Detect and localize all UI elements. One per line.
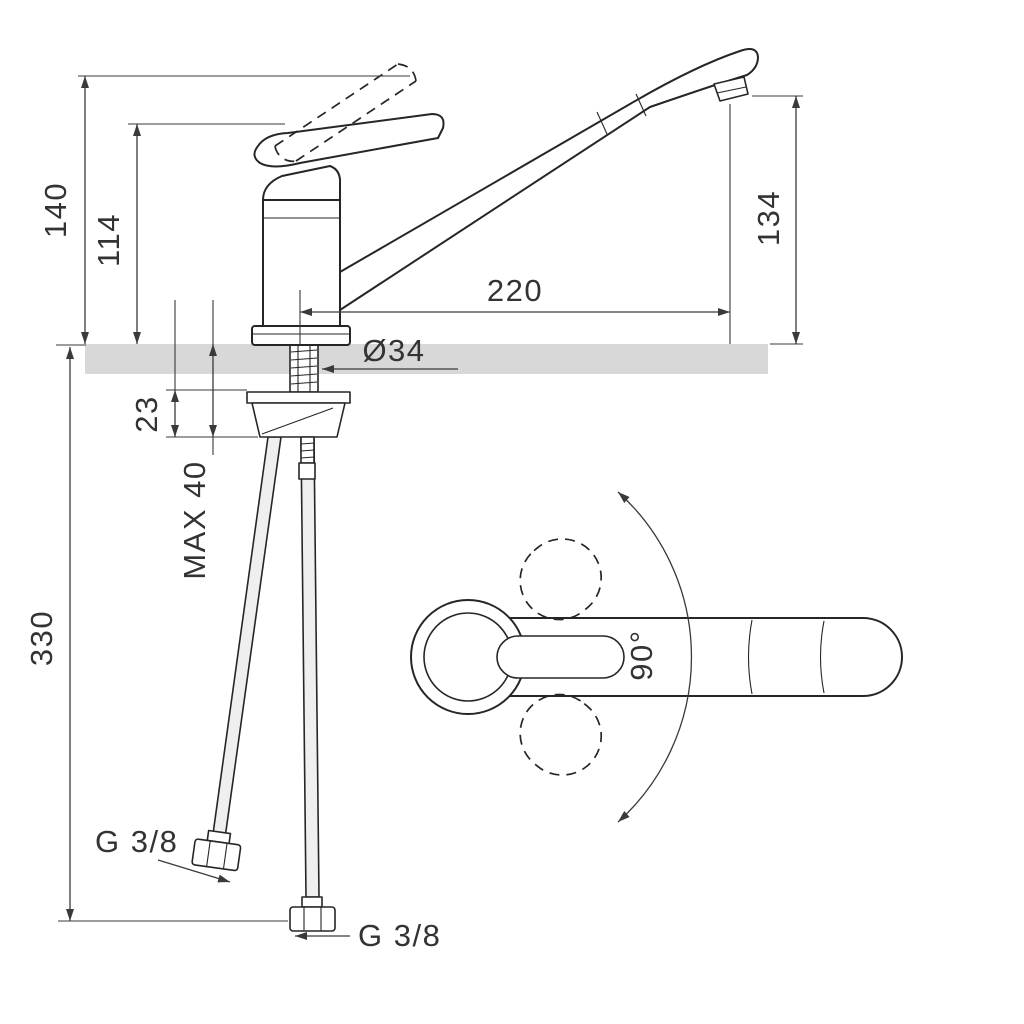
dim-140-label: 140 [38, 182, 73, 238]
threaded-shank [289, 343, 319, 393]
swivel-angle-label: 90° [624, 629, 659, 680]
swivel-phantom-up [519, 538, 603, 621]
faucet-side-view [251, 48, 759, 346]
dim-diameter-label: Ø34 [362, 333, 425, 368]
spout [339, 48, 759, 311]
dim-330-label: 330 [24, 610, 59, 666]
aerator [713, 76, 749, 102]
mounting-plate [246, 391, 351, 438]
lever-handle [253, 113, 445, 168]
hose-fitting-left [191, 829, 242, 872]
thread-left-label: G 3/8 [95, 824, 178, 859]
thread-bottom-label: G 3/8 [358, 918, 441, 953]
faucet-body [262, 199, 341, 327]
handle-neck [262, 165, 342, 201]
swivel-arc [617, 491, 693, 823]
fixing-stud [298, 436, 316, 480]
dim-23-label: 23 [129, 395, 164, 432]
supply-hose-angled [212, 436, 282, 840]
supply-hose-straight [300, 436, 320, 898]
below-deck-assembly [191, 343, 351, 932]
dim-max40-label: MAX 40 [177, 460, 212, 579]
swivel-phantom-down [519, 693, 603, 776]
lever-plan-slot [496, 635, 625, 679]
dim-114-label: 114 [91, 213, 126, 267]
dimensions: 140 114 134 220 Ø34 23 MAX 40 330 [24, 75, 803, 953]
faucet-base [251, 325, 351, 346]
hose-fitting-bottom [289, 896, 336, 932]
dim-220-label: 220 [487, 273, 543, 308]
lever-handle-raised-phantom [274, 63, 417, 163]
faucet-top-view: 90° [410, 491, 903, 823]
dim-134-label: 134 [751, 190, 786, 246]
